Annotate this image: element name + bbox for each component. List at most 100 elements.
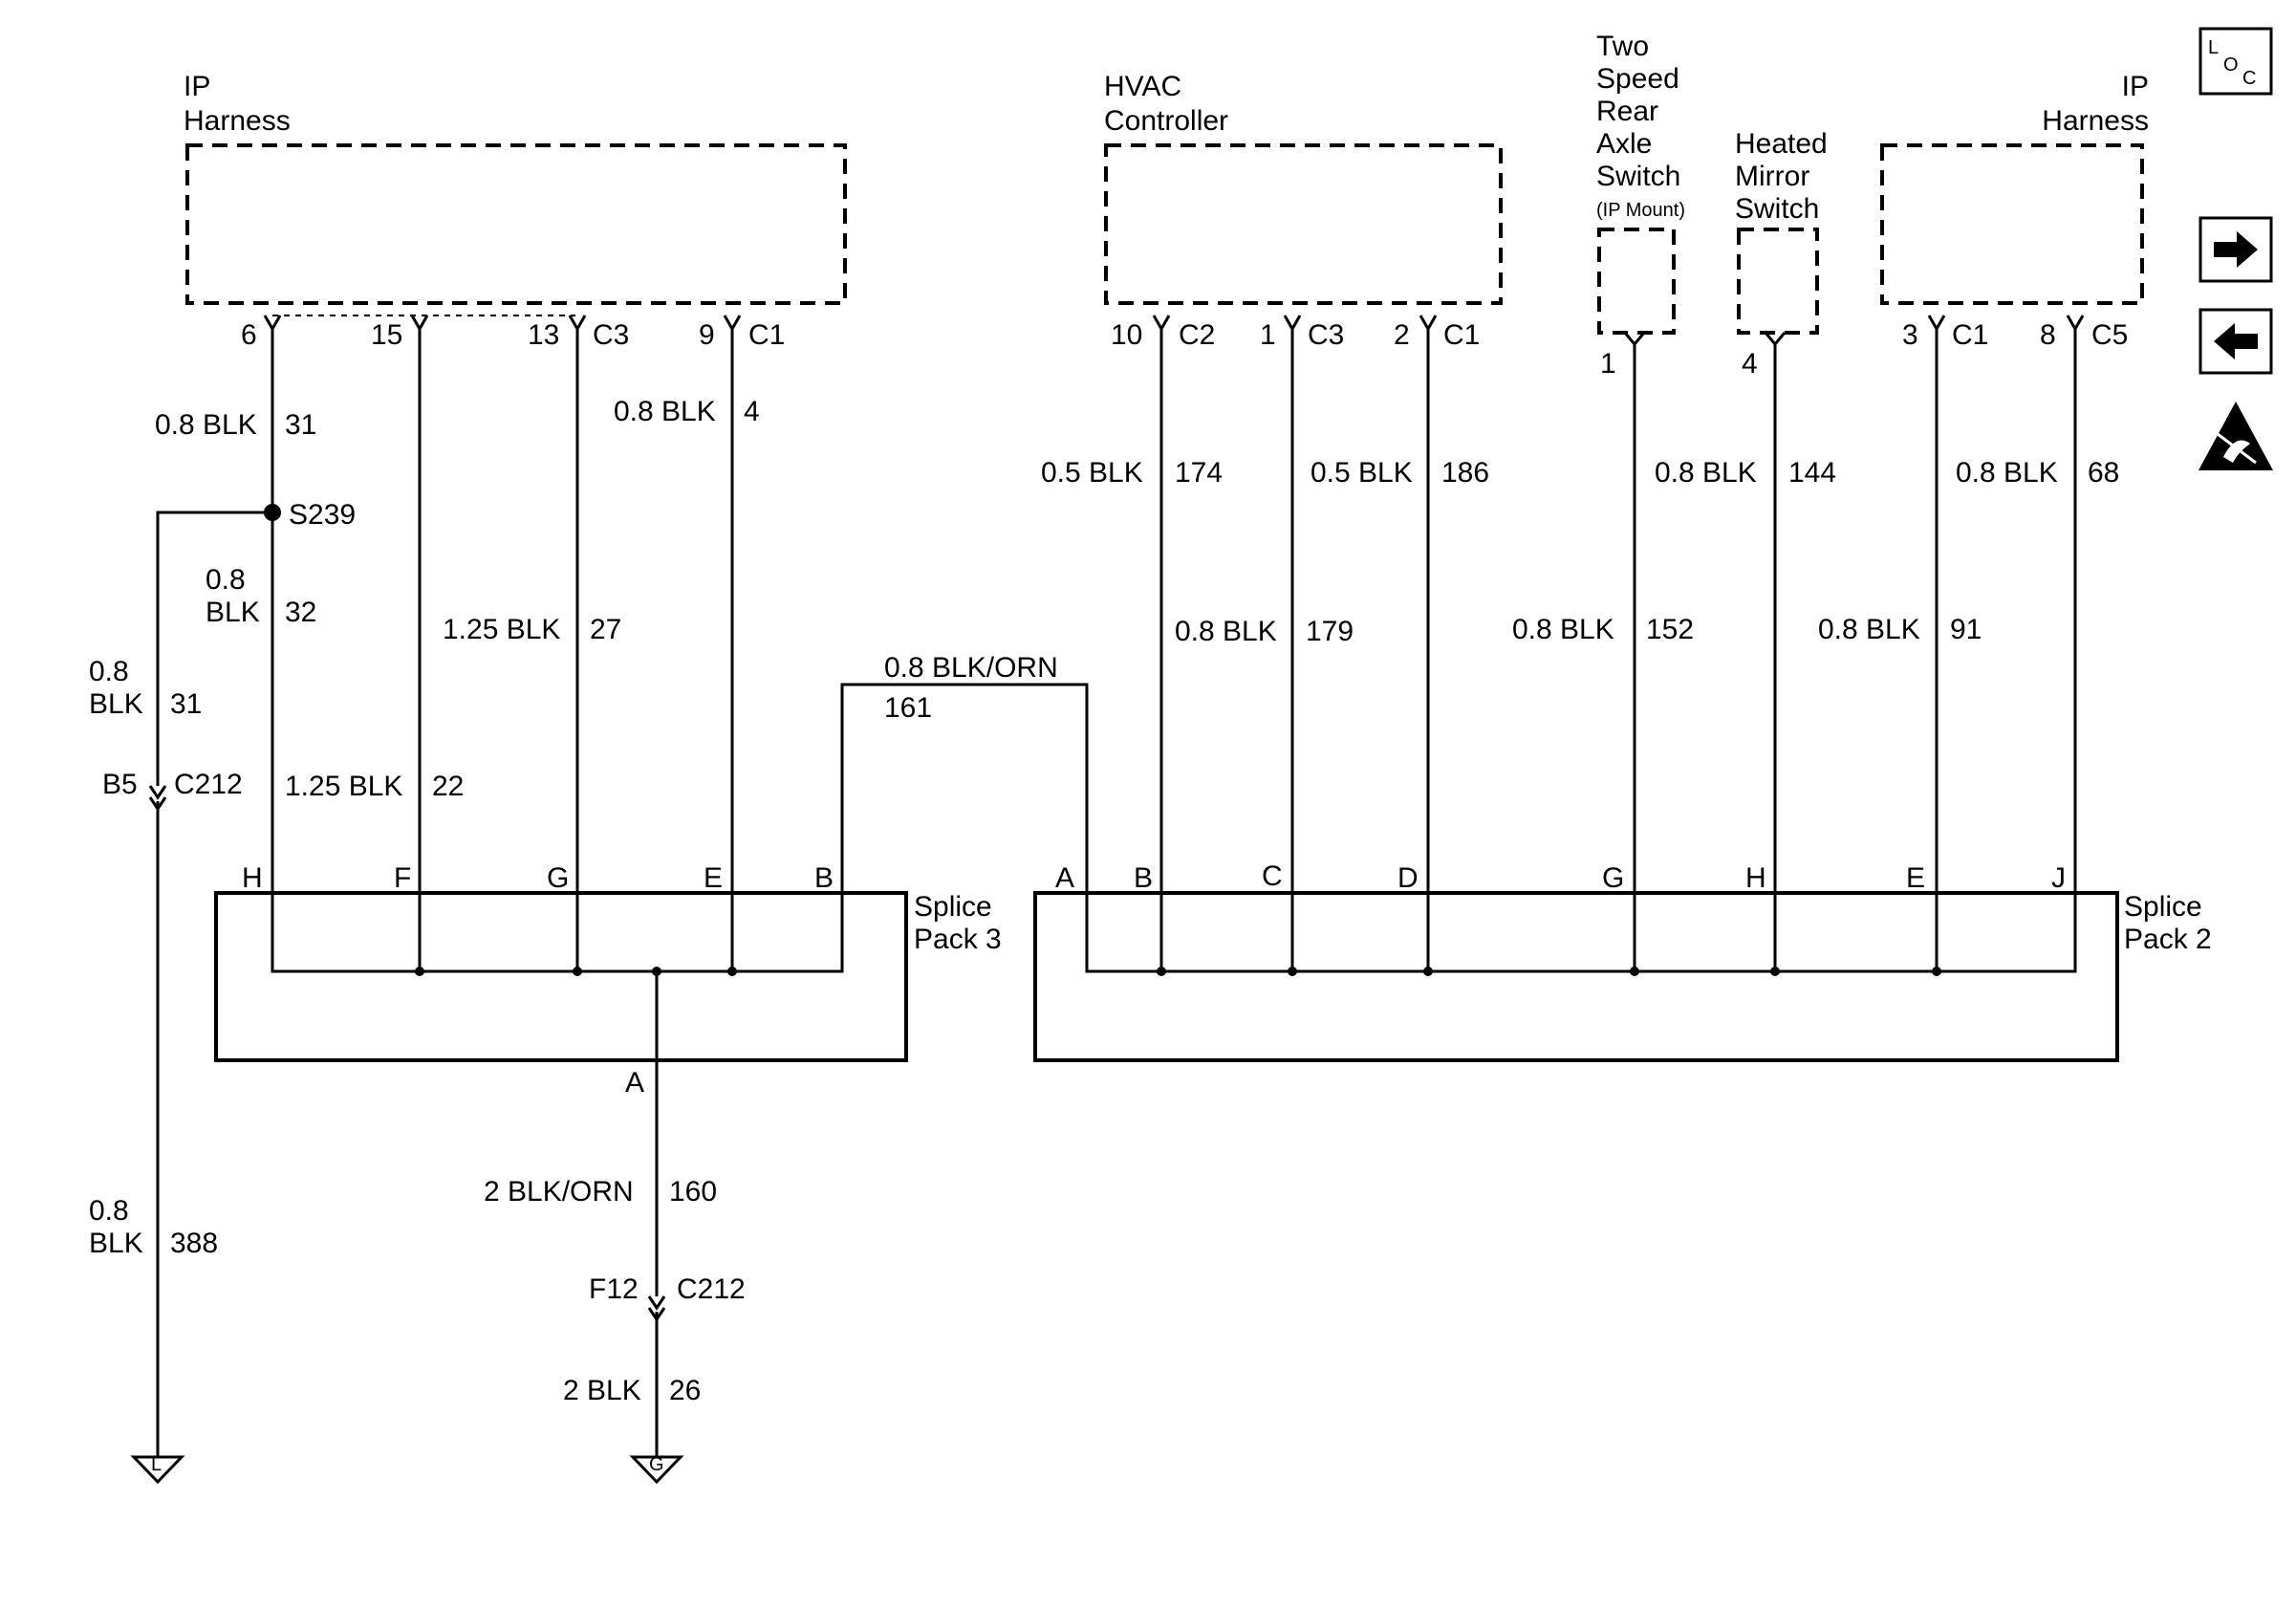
sp2-terminal-c: C — [1262, 860, 1283, 892]
svg-text:0.8 BLK: 0.8 BLK — [1655, 457, 1757, 489]
svg-text:0.5 BLK: 0.5 BLK — [1041, 457, 1143, 489]
svg-text:C212: C212 — [174, 769, 243, 800]
svg-text:0.8 BLK: 0.8 BLK — [1818, 614, 1920, 645]
ip-harness-left-box — [185, 143, 847, 305]
svg-text:C1: C1 — [748, 319, 785, 351]
svg-text:1: 1 — [1600, 348, 1616, 380]
svg-text:C3: C3 — [1308, 319, 1344, 351]
svg-text:BLK: BLK — [206, 597, 260, 628]
svg-text:68: 68 — [2088, 457, 2119, 489]
wire-labels: 0.8 BLK 31 0.8 BLK 4 0.8 BLK 32 1.25 BLK… — [89, 396, 2119, 1406]
svg-text:Switch: Switch — [1735, 193, 1819, 225]
svg-text:Controller: Controller — [1104, 105, 1228, 137]
svg-text:15: 15 — [371, 319, 402, 351]
two-speed-switch-box — [1597, 228, 1676, 335]
svg-text:Axle: Axle — [1596, 128, 1652, 160]
svg-text:0.8: 0.8 — [89, 656, 129, 687]
svg-text:(IP Mount): (IP Mount) — [1596, 200, 1685, 221]
svg-text:Pack 2: Pack 2 — [2124, 924, 2212, 955]
svg-text:1.25 BLK: 1.25 BLK — [285, 771, 402, 802]
connector-c212-center: F12 C212 — [589, 1273, 746, 1322]
svg-text:4: 4 — [1742, 348, 1758, 380]
sp3-terminal-f: F — [394, 862, 411, 894]
location-icon[interactable]: L O C — [2199, 27, 2273, 96]
sp2-terminal-d: D — [1397, 862, 1419, 894]
svg-text:0.8 BLK: 0.8 BLK — [1512, 614, 1614, 645]
svg-text:IP: IP — [184, 71, 210, 102]
svg-text:0.8 BLK: 0.8 BLK — [155, 409, 257, 441]
sp3-terminal-a: A — [625, 1067, 644, 1099]
svg-text:152: 152 — [1646, 614, 1694, 645]
svg-text:C3: C3 — [593, 319, 629, 351]
ip-harness-right-label: IP Harness — [2042, 71, 2149, 137]
svg-text:161: 161 — [884, 692, 932, 724]
svg-text:6: 6 — [241, 319, 257, 351]
ip-harness-left-label: IP Harness — [184, 71, 291, 137]
svg-text:B5: B5 — [102, 769, 138, 800]
svg-text:Mirror: Mirror — [1735, 161, 1809, 192]
svg-text:Rear: Rear — [1596, 96, 1658, 127]
svg-text:2: 2 — [1394, 319, 1410, 351]
svg-text:Heated: Heated — [1735, 128, 1828, 160]
svg-text:C212: C212 — [677, 1273, 746, 1305]
svg-text:C1: C1 — [1443, 319, 1480, 351]
svg-text:22: 22 — [432, 771, 464, 802]
svg-text:C5: C5 — [2091, 319, 2128, 351]
splice-s239-label: S239 — [289, 499, 356, 531]
svg-text:2 BLK/ORN: 2 BLK/ORN — [484, 1176, 634, 1208]
sp3-terminal-h: H — [242, 862, 263, 894]
svg-text:BLK: BLK — [89, 1228, 143, 1259]
svg-text:L: L — [151, 1454, 162, 1475]
svg-text:HVAC: HVAC — [1104, 71, 1181, 102]
two-speed-switch-label: Two Speed Rear Axle Switch (IP Mount) — [1596, 31, 1685, 221]
svg-text:0.8 BLK: 0.8 BLK — [1956, 457, 2058, 489]
svg-text:32: 32 — [285, 597, 316, 628]
svg-text:31: 31 — [285, 409, 316, 441]
svg-text:27: 27 — [590, 614, 621, 645]
ground-g: G — [629, 1454, 684, 1485]
svg-text:IP: IP — [2122, 71, 2149, 102]
svg-text:179: 179 — [1306, 616, 1354, 647]
svg-text:144: 144 — [1788, 457, 1836, 489]
sp2-terminal-b: B — [1134, 862, 1153, 894]
svg-text:3: 3 — [1902, 319, 1918, 351]
svg-text:Splice: Splice — [2124, 891, 2202, 923]
sp2-terminal-e: E — [1906, 862, 1925, 894]
svg-text:0.5 BLK: 0.5 BLK — [1310, 457, 1413, 489]
splice-pack-3: H F G E B A Splice Pack 3 — [214, 862, 1002, 1099]
sp2-terminal-h: H — [1745, 862, 1766, 894]
svg-text:8: 8 — [2040, 319, 2056, 351]
svg-text:91: 91 — [1950, 614, 1982, 645]
svg-text:0.8 BLK/ORN: 0.8 BLK/ORN — [884, 652, 1058, 684]
svg-text:160: 160 — [669, 1176, 717, 1208]
svg-text:C2: C2 — [1179, 319, 1215, 351]
svg-text:13: 13 — [528, 319, 559, 351]
pin-labels: 6 15 13 C3 9 C1 10 C2 1 C3 2 C1 1 4 3 C1… — [241, 319, 2128, 380]
heated-mirror-switch-label: Heated Mirror Switch — [1735, 128, 1828, 225]
svg-text:Pack 3: Pack 3 — [914, 924, 1002, 955]
heated-mirror-switch-box — [1737, 228, 1819, 335]
svg-text:C: C — [2242, 68, 2256, 89]
splice-s239-dot — [264, 504, 281, 521]
svg-text:0.8: 0.8 — [206, 564, 246, 596]
ip-harness-right-box — [1880, 143, 2144, 305]
svg-text:388: 388 — [170, 1228, 218, 1259]
sp3-terminal-g: G — [547, 862, 569, 894]
svg-text:Speed: Speed — [1596, 63, 1679, 95]
hvac-controller-box — [1104, 143, 1503, 305]
svg-text:26: 26 — [669, 1375, 701, 1406]
svg-text:G: G — [649, 1454, 664, 1475]
esd-warning-icon[interactable] — [2199, 402, 2273, 470]
svg-text:10: 10 — [1111, 319, 1142, 351]
svg-text:BLK: BLK — [89, 688, 143, 720]
left-arrow-icon[interactable] — [2199, 308, 2273, 375]
svg-text:Harness: Harness — [184, 105, 291, 137]
sp3-terminal-b: B — [814, 862, 834, 894]
right-arrow-icon[interactable] — [2199, 216, 2273, 283]
ground-l: L — [130, 1454, 185, 1485]
svg-text:0.8 BLK: 0.8 BLK — [614, 396, 716, 427]
svg-text:4: 4 — [744, 396, 760, 427]
svg-text:F12: F12 — [589, 1273, 639, 1305]
svg-text:2 BLK: 2 BLK — [563, 1375, 641, 1406]
